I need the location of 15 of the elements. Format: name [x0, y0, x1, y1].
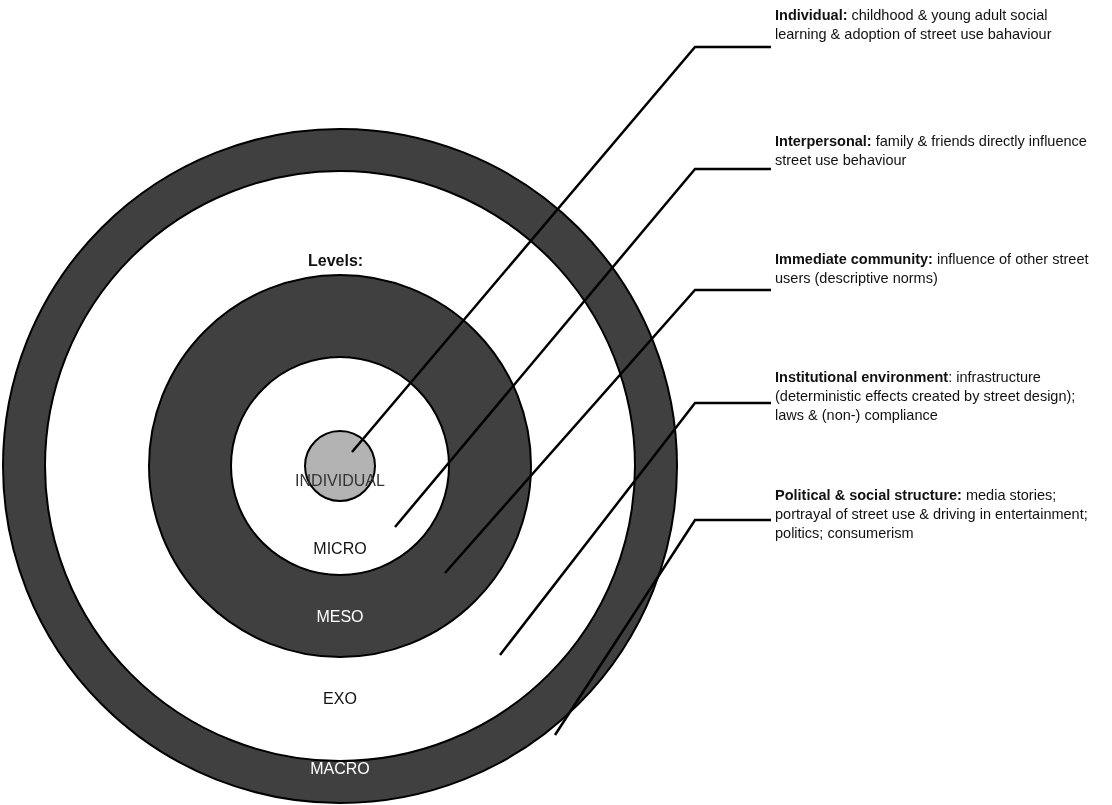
level-description: Immediate community: influence of other street users (descriptive norms)	[775, 250, 1093, 288]
leader-line	[351, 45, 771, 453]
level-description: Political & social structure: media stories; portrayal of street use & driving in entertainment; politics; consumerism	[775, 486, 1093, 543]
leader-line	[394, 167, 771, 528]
level-description: Individual: childhood & young adult social learning & adoption of street use bahaviour	[775, 6, 1093, 44]
level-label: MACRO	[310, 760, 370, 778]
levels-heading: Levels:	[308, 252, 364, 270]
leader-line	[444, 288, 771, 574]
leader-line	[553, 518, 771, 736]
level-label: MICRO	[313, 540, 367, 558]
level-label: EXO	[323, 690, 357, 708]
level-description: Interpersonal: family & friends directly influence street use behaviour	[775, 132, 1093, 170]
leader-line	[499, 401, 771, 656]
level-description: Institutional environment: infrastructure (deterministic effects created by street design); laws & (non-) compliance	[775, 368, 1093, 425]
level-label: MESO	[316, 608, 364, 626]
